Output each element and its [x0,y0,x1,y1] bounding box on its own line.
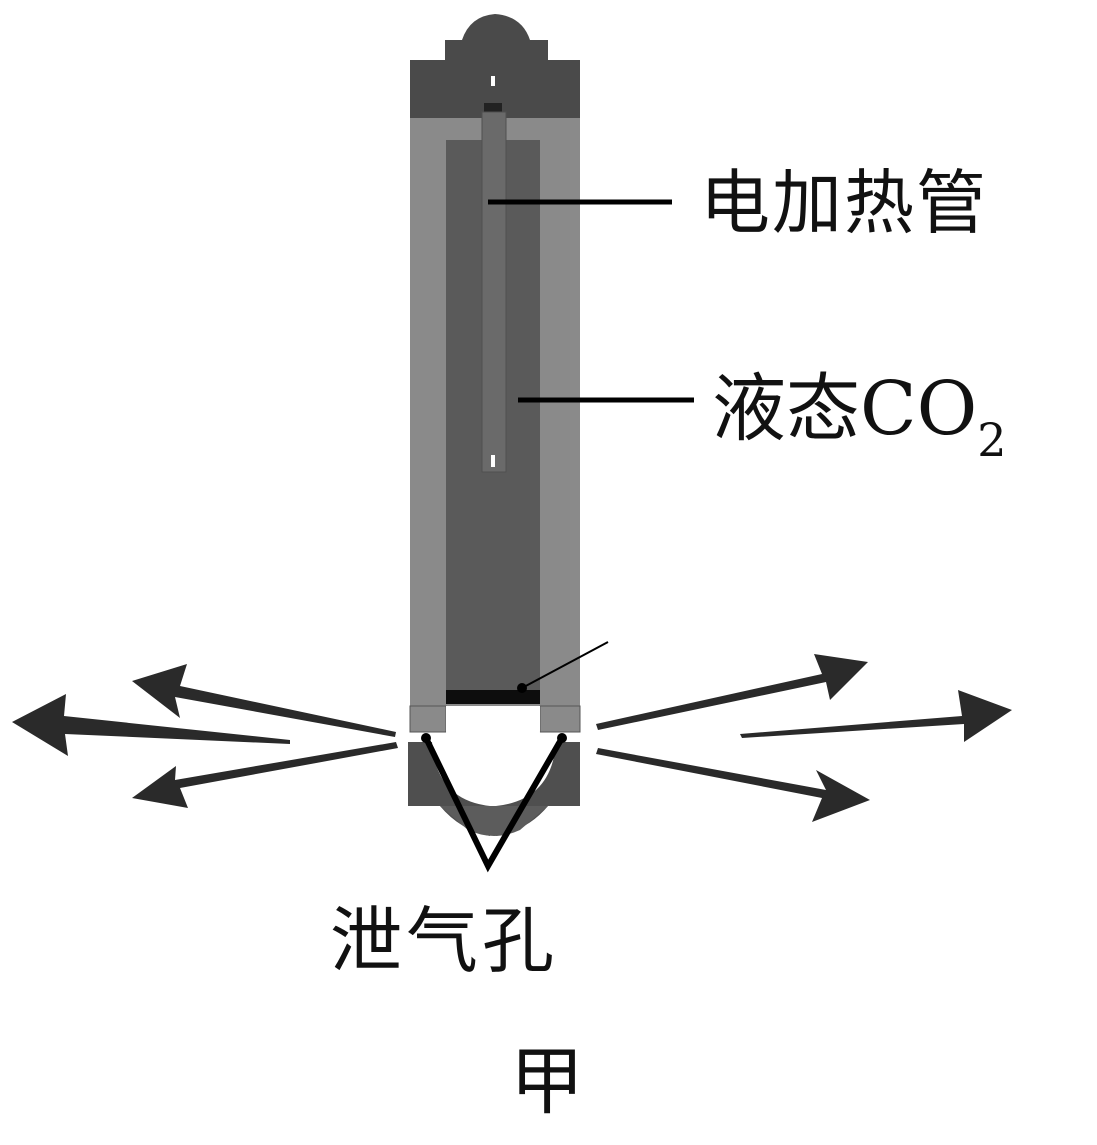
liquid-co2-subscript: 2 [977,413,1007,467]
liquid-co2-label: 液态CO2 [712,372,1007,463]
wall-ledge-left [409,705,447,733]
cap-plug [484,103,502,113]
figure-caption: 甲 [510,1039,584,1125]
plate-leader [521,641,609,689]
seal-plate [446,690,540,704]
arrow-right-middle [740,690,1012,742]
vent-dot-right [557,733,567,743]
release-chamber [446,706,540,790]
heater-tube [481,111,507,473]
vent-leader [423,736,565,873]
arrow-right-lower [596,748,870,822]
arrow-left-upper [132,664,396,737]
cap-slot [491,76,495,86]
arrow-right-upper [596,654,868,730]
vent-dot-left [421,733,431,743]
gas-release-arrows [12,654,1012,822]
cap-dome [445,14,548,62]
vent-hole-label: 泄气孔 [330,899,559,983]
arrow-left-lower [132,742,398,808]
plate-leader-dot [517,683,527,693]
arrow-left-middle [12,694,290,756]
heater-slot [491,455,495,467]
tube-body [409,111,581,733]
wall-ledge-right [539,705,581,733]
leader-lines [421,199,694,873]
top-cap [410,14,580,120]
liquid-co2-label-text: 液态CO [712,366,978,452]
heater-tube-label: 电加热管 [700,162,988,244]
